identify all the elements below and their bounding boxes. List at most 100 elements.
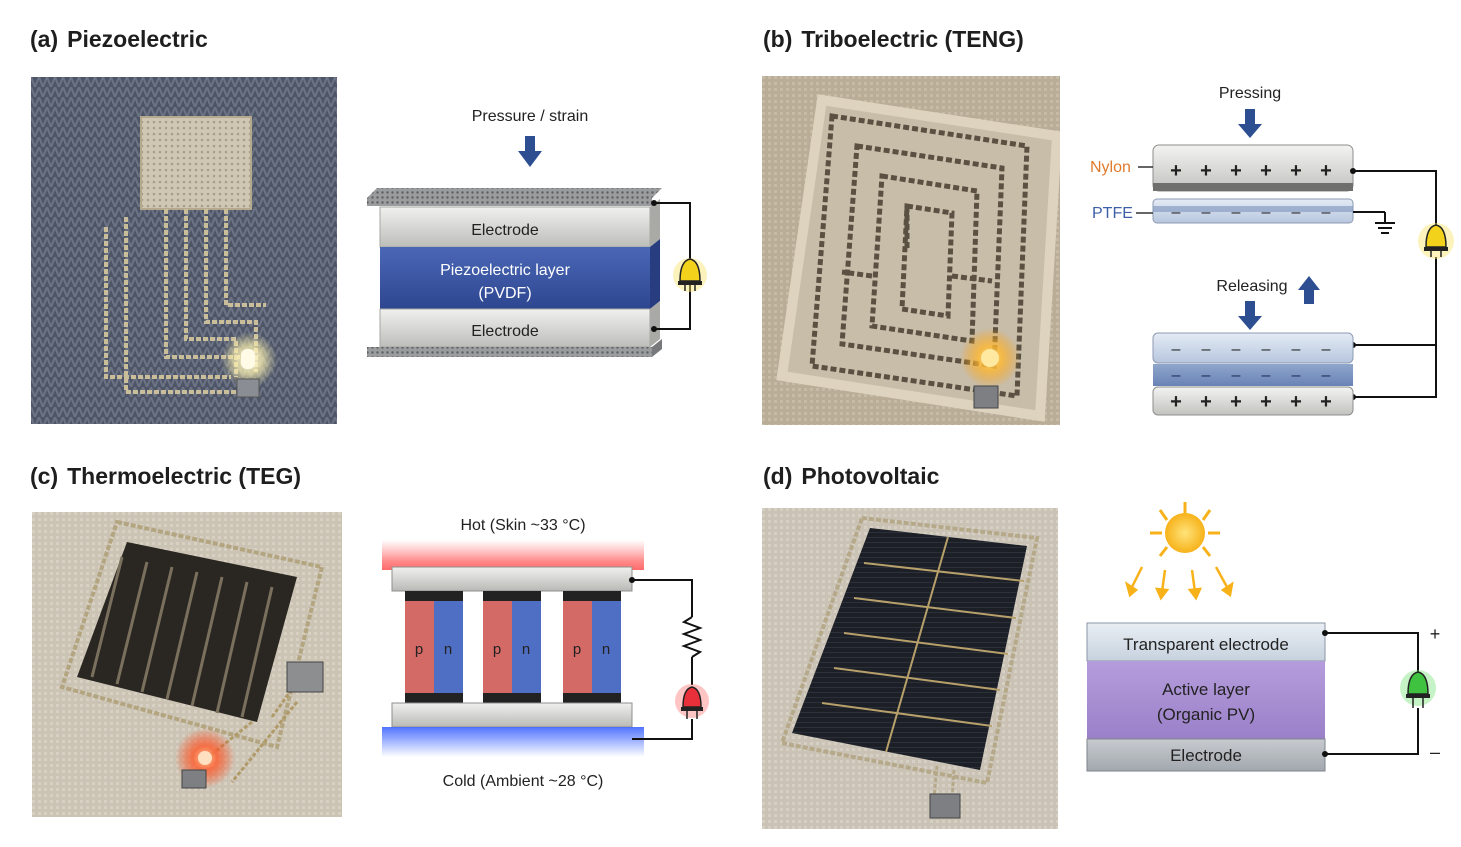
circuit-wire <box>654 202 691 330</box>
plus-sign: + <box>1290 391 1302 413</box>
pn-leg-3: p n <box>563 591 621 703</box>
led-bulb-icon <box>673 258 707 292</box>
minus-terminal-label: – <box>1430 742 1440 762</box>
minus-sign: – <box>1172 341 1181 358</box>
active-layer-label-1: Active layer <box>1162 680 1250 699</box>
minus-sign: – <box>1292 204 1301 221</box>
panel-d-title: (d) Photovoltaic <box>763 463 939 490</box>
plus-sign: + <box>1200 391 1212 413</box>
panel-d-diagram: Transparent electrode Active layer (Orga… <box>1080 500 1460 785</box>
releasing-label: Releasing <box>1216 278 1287 295</box>
hot-plate <box>391 566 633 592</box>
released-nylon-plate: + + + + + + <box>1152 386 1354 416</box>
piezo-layer: Piezoelectric layer (PVDF) <box>380 239 660 309</box>
resistor-icon <box>681 616 703 658</box>
panel-c-photo <box>32 512 342 817</box>
p-label: p <box>573 641 581 658</box>
plus-sign: + <box>1320 160 1332 182</box>
minus-sign: – <box>1232 367 1241 384</box>
panel-b-title-text: Triboelectric (TENG) <box>801 26 1024 52</box>
piezo-label-1: Piezoelectric layer <box>440 262 571 279</box>
panel-c-title-text: Thermoelectric (TEG) <box>67 463 302 489</box>
minus-sign: – <box>1262 367 1271 384</box>
panel-a-diagram: Pressure / strain Electrode Piezoelectri… <box>355 95 715 370</box>
circuit-wire <box>632 579 693 740</box>
n-label: n <box>444 641 452 658</box>
piezo-label-2: (PVDF) <box>478 285 531 302</box>
minus-sign: – <box>1232 341 1241 358</box>
pn-leg-1: p n <box>405 591 463 703</box>
active-layer: Active layer (Organic PV) <box>1087 661 1325 739</box>
top-electrode-label: Electrode <box>471 222 539 239</box>
plus-sign: + <box>1320 391 1332 413</box>
led-bulb-icon <box>675 684 709 719</box>
minus-sign: – <box>1202 341 1211 358</box>
panel-c-title: (c) Thermoelectric (TEG) <box>30 463 301 490</box>
n-label: n <box>602 641 610 658</box>
pressing-label: Pressing <box>1219 85 1281 102</box>
pressure-arrow <box>518 136 542 167</box>
circuit-wire <box>1353 170 1437 398</box>
minus-sign: – <box>1292 367 1301 384</box>
light-rays <box>1124 566 1234 601</box>
plus-sign: + <box>1260 160 1272 182</box>
plus-sign: + <box>1230 160 1242 182</box>
hot-label: Hot (Skin ~33 °C) <box>460 517 585 534</box>
plus-terminal-label: + <box>1430 624 1441 644</box>
sun-icon <box>1150 502 1220 557</box>
minus-sign: – <box>1292 341 1301 358</box>
panel-d-title-text: Photovoltaic <box>801 463 940 489</box>
top-electrode: Electrode <box>379 199 660 248</box>
minus-sign: – <box>1172 204 1181 221</box>
plus-sign: + <box>1230 391 1242 413</box>
circuit-wire <box>1325 632 1419 755</box>
panel-a-title-text: Piezoelectric <box>67 26 208 52</box>
hot-glow <box>382 540 644 570</box>
minus-sign: – <box>1262 341 1271 358</box>
panel-b-title: (b) Triboelectric (TENG) <box>763 26 1024 53</box>
ptfe-label: PTFE <box>1092 205 1133 222</box>
minus-sign: – <box>1322 341 1331 358</box>
plus-sign: + <box>1200 160 1212 182</box>
bottom-electrode: Electrode <box>379 301 660 348</box>
nylon-plate: + + + + + + <box>1152 144 1354 192</box>
transparent-electrode-layer: Transparent electrode <box>1086 622 1326 662</box>
cold-plate <box>391 702 633 728</box>
bottom-electrode-layer: Electrode <box>1086 738 1326 772</box>
panel-a-photo <box>31 77 337 424</box>
transparent-electrode-label: Transparent electrode <box>1123 635 1289 654</box>
minus-sign: – <box>1202 367 1211 384</box>
minus-sign: – <box>1232 204 1241 221</box>
press-arrow <box>1238 109 1262 138</box>
release-down-arrow <box>1238 301 1262 330</box>
plus-sign: + <box>1290 160 1302 182</box>
cold-label: Cold (Ambient ~28 °C) <box>443 773 604 790</box>
minus-sign: – <box>1202 204 1211 221</box>
panel-b-tag: (b) <box>763 26 793 52</box>
ground-icon <box>1353 211 1395 234</box>
cold-glow <box>382 727 644 757</box>
p-label: p <box>493 641 501 658</box>
panel-d-photo <box>762 508 1058 829</box>
minus-sign: – <box>1172 367 1181 384</box>
bottom-electrode-label: Electrode <box>1170 746 1242 765</box>
n-label: n <box>522 641 530 658</box>
ptfe-plate: – – – – – – <box>1152 198 1354 224</box>
panel-a-tag: (a) <box>30 26 59 52</box>
pn-leg-2: p n <box>483 591 541 703</box>
led-bulb-icon <box>1400 670 1436 708</box>
panel-c-diagram: Hot (Skin ~33 °C) p n p n p n <box>370 505 710 800</box>
panel-c-tag: (c) <box>30 463 59 489</box>
plus-sign: + <box>1260 391 1272 413</box>
minus-sign: – <box>1322 204 1331 221</box>
released-ptfe-plate: – – – – – – <box>1152 332 1354 364</box>
panel-d-tag: (d) <box>763 463 793 489</box>
nylon-label: Nylon <box>1090 159 1131 176</box>
panel-b-diagram: Pressing + + + + + + Nylon – – – – – – <box>1080 75 1460 425</box>
released-middle-layer: – – – – – – <box>1153 364 1353 386</box>
plus-sign: + <box>1170 391 1182 413</box>
panel-b-photo <box>762 76 1060 425</box>
release-up-arrow <box>1298 276 1320 304</box>
bottom-electrode-label: Electrode <box>471 323 539 340</box>
minus-sign: – <box>1262 204 1271 221</box>
